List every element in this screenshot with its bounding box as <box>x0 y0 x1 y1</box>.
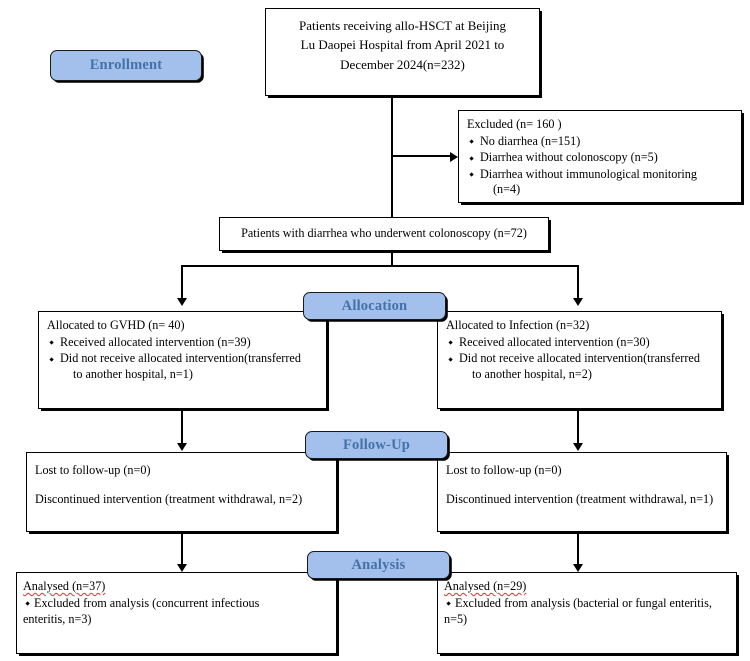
followup-left-line-2: Discontinued intervention (treatment wit… <box>35 491 303 506</box>
connector-allocation-left-to-followup <box>181 409 183 447</box>
analysis-left-lead: Analysed (n=37) <box>23 579 328 595</box>
connector-split-right <box>577 265 579 303</box>
analysis-left-box: Analysed (n=37) Excluded from analysis (… <box>16 572 337 654</box>
allocation-left-list-item: Did not receive allocated intervention(t… <box>47 351 318 383</box>
eligible-box: Patients with diarrhea who underwent col… <box>219 217 549 251</box>
allocation-right-box: Allocated to Infection (n=32) Received a… <box>437 311 722 409</box>
stage-badge-followup: Follow-Up <box>305 431 448 459</box>
analysis-right-list-item: Excluded from analysis (bacterial or fun… <box>444 596 728 612</box>
excluded-list: No diarrhea (n=151) Diarrhea without col… <box>467 134 733 198</box>
analysis-left-list: Excluded from analysis (concurrent infec… <box>23 596 328 612</box>
enrollment-box: Patients receiving allo-HSCT at Beijing … <box>265 8 540 96</box>
enrollment-line-3: December 2024(n=232) <box>340 56 465 72</box>
arrowhead-to-excluded <box>450 152 458 162</box>
allocation-right-list-item-continuation: to another hospital, n=2) <box>472 367 592 382</box>
connector-followup-right-to-analysis <box>577 532 579 568</box>
allocation-left-box: Allocated to GVHD (n= 40) Received alloc… <box>38 311 327 409</box>
stage-badge-allocation: Allocation <box>303 292 446 320</box>
excluded-list-item: Diarrhea without colonoscopy (n=5) <box>467 150 733 166</box>
allocation-left-list: Received allocated intervention (n=39) D… <box>47 335 318 383</box>
allocation-right-lead: Allocated to Infection (n=32) <box>446 318 590 332</box>
followup-right-box: Lost to follow-up (n=0) Discontinued int… <box>437 452 727 532</box>
excluded-list-item-continuation: (n=4) <box>493 182 521 197</box>
connector-to-excluded <box>391 155 453 157</box>
stage-badge-analysis: Analysis <box>307 551 450 579</box>
followup-right-line-1: Lost to follow-up (n=0) <box>446 463 562 477</box>
stage-badge-enrollment: Enrollment <box>50 50 202 81</box>
followup-left-box: Lost to follow-up (n=0) Discontinued int… <box>26 452 337 532</box>
excluded-list-item: No diarrhea (n=151) <box>467 134 733 150</box>
arrowhead-to-allocation-left <box>177 298 187 306</box>
allocation-right-list-item: Received allocated intervention (n=30) <box>446 335 713 351</box>
connector-enrollment-stem <box>391 96 393 253</box>
stage-badge-analysis-label: Analysis <box>351 556 406 573</box>
excluded-lead: Excluded (n= 160 ) <box>467 117 562 131</box>
enrollment-line-1: Patients receiving allo-HSCT at Beijing <box>298 18 506 33</box>
eligible-text: Patients with diarrhea who underwent col… <box>241 226 527 240</box>
connector-split-left <box>181 265 183 303</box>
analysis-left-list-item: Excluded from analysis (concurrent infec… <box>23 596 328 612</box>
arrowhead-to-followup-left <box>177 443 187 451</box>
excluded-list-item: Diarrhea without immunological monitorin… <box>467 167 733 199</box>
analysis-right-lead-text: Analysed (n=29) <box>444 579 527 593</box>
connector-eligible-stem <box>391 251 393 267</box>
connector-split-bar <box>181 265 579 267</box>
analysis-right-item-continuation: n=5) <box>444 612 468 627</box>
allocation-left-list-item-continuation: to another hospital, n=1) <box>73 367 193 382</box>
analysis-right-list: Excluded from analysis (bacterial or fun… <box>444 596 728 612</box>
stage-badge-followup-label: Follow-Up <box>342 436 411 453</box>
allocation-left-list-item: Received allocated intervention (n=39) <box>47 335 318 351</box>
connector-allocation-right-to-followup <box>577 409 579 447</box>
arrowhead-to-analysis-right <box>573 564 583 572</box>
allocation-right-list-item: Did not receive allocated intervention(t… <box>446 351 713 383</box>
arrowhead-to-analysis-left <box>177 564 187 572</box>
arrowhead-to-followup-right <box>573 443 583 451</box>
stage-badge-allocation-label: Allocation <box>341 297 408 314</box>
followup-right-line-2: Discontinued intervention (treatment wit… <box>446 491 714 506</box>
followup-left-line-1: Lost to follow-up (n=0) <box>35 463 151 477</box>
enrollment-line-2: Lu Daopei Hospital from April 2021 to <box>300 37 505 53</box>
allocation-right-list: Received allocated intervention (n=30) D… <box>446 335 713 383</box>
excluded-box: Excluded (n= 160 ) No diarrhea (n=151) D… <box>458 110 742 203</box>
stage-badge-enrollment-label: Enrollment <box>89 57 163 73</box>
analysis-left-item-continuation: enteritis, n=3) <box>23 612 92 627</box>
allocation-left-lead: Allocated to GVHD (n= 40) <box>47 318 185 332</box>
analysis-right-box: Analysed (n=29) Excluded from analysis (… <box>437 572 737 654</box>
connector-followup-left-to-analysis <box>181 532 183 568</box>
analysis-left-lead-text: Analysed (n=37) <box>23 579 106 593</box>
arrowhead-to-allocation-right <box>573 298 583 306</box>
analysis-right-lead: Analysed (n=29) <box>444 579 728 595</box>
